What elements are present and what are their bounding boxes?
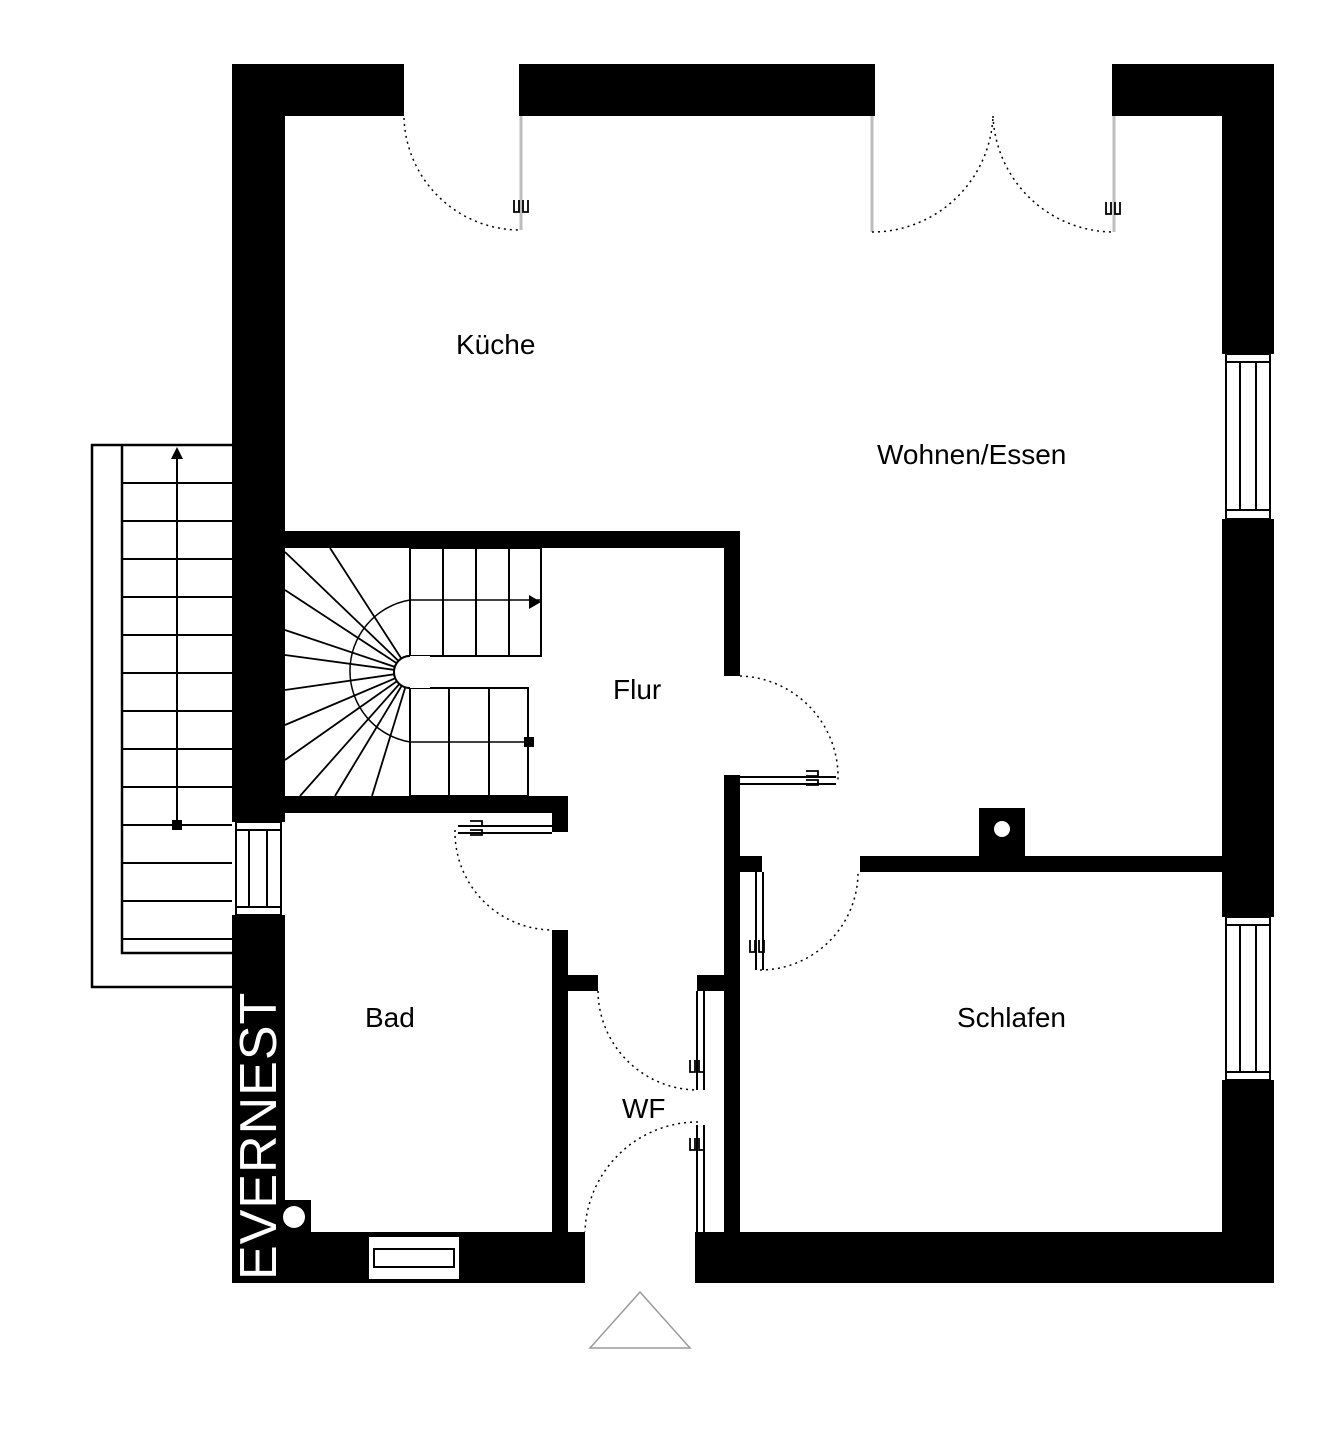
stair-winder [284,654,411,673]
external-staircase [90,443,232,989]
walls [232,64,1274,1283]
stair-arrow-icon [171,447,183,459]
stair-winder [284,671,411,726]
stair-winders [284,547,430,797]
brand-logo-text: EVERNEST [230,992,288,1280]
stair-winder [284,671,411,691]
room-label-kueche: Küche [456,329,535,360]
room-label-flur: Flur [613,674,661,705]
room-label-schlafen: Schlafen [957,1002,1066,1033]
logo-dot [283,1206,305,1228]
stair-winder [284,629,411,673]
stair-arrow-icon [529,595,541,609]
stair-winder [284,551,411,673]
stair-winder [299,671,411,797]
room-label-bad: Bad [365,1002,415,1033]
interior-staircase [284,547,542,797]
stair-winder [284,589,411,673]
windows [235,353,1271,1281]
doors [403,115,1121,1233]
room-label-wohnen-essen: Wohnen/Essen [877,439,1066,470]
stair-winder [284,671,411,761]
stair-winder [329,547,411,673]
entrance-arrow-icon [588,1290,692,1349]
stair-winder [334,671,411,797]
stair-winder [371,671,411,797]
room-label-wf: WF [622,1093,666,1124]
